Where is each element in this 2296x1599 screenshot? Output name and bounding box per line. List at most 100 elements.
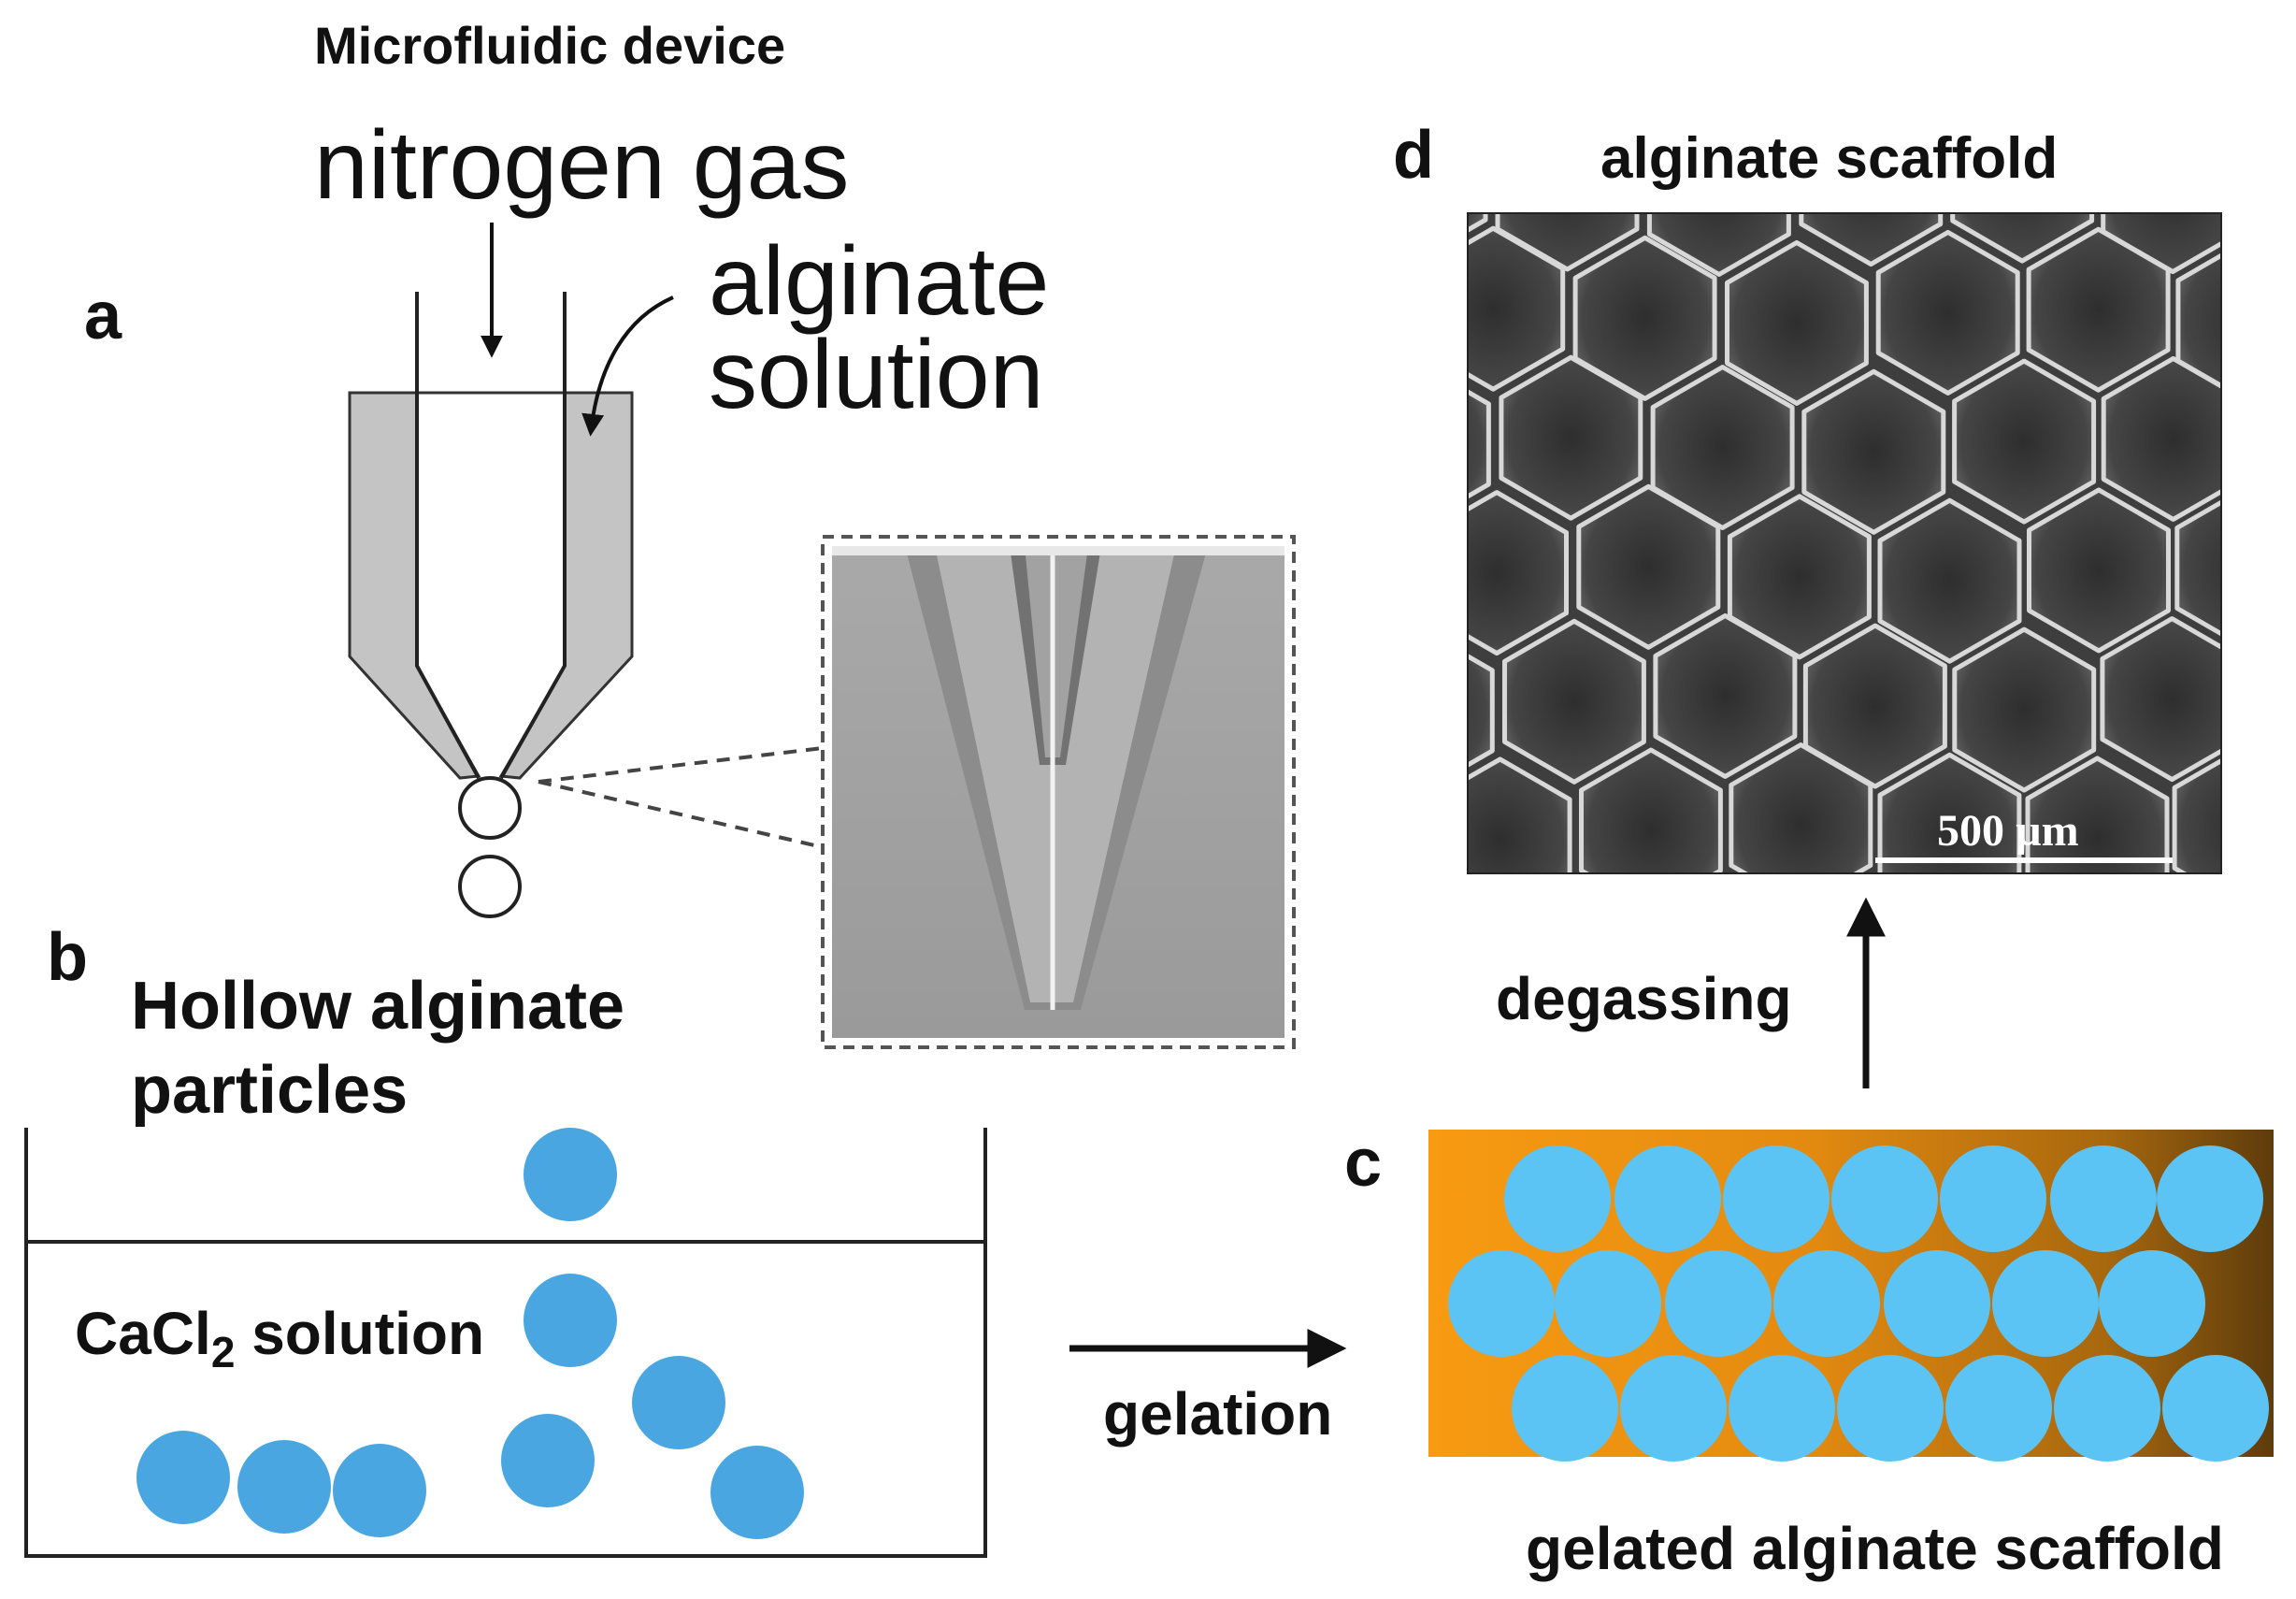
degassing-label: degassing <box>1496 965 1792 1032</box>
alginate-particle <box>710 1446 804 1539</box>
alginate-particle <box>524 1274 617 1367</box>
scaffold-pore <box>2027 487 2171 654</box>
alginate-flow-arrow <box>581 295 674 437</box>
scaffold-pore <box>2100 616 2221 783</box>
panel-d: d alginate scaffold 500 µm <box>1393 118 2222 874</box>
scaffold-pore <box>1572 235 1717 401</box>
scaffold-pore <box>1499 354 1643 521</box>
scaffold-particle <box>1945 1355 2052 1462</box>
scaffold-pore <box>1468 490 1569 656</box>
scaffold-pore <box>1950 213 2095 264</box>
scaffold-pore <box>2175 252 2221 389</box>
zoom-line-top <box>538 746 824 784</box>
scaffold-particle <box>2050 1145 2157 1252</box>
scaffold-pore <box>1801 368 1946 535</box>
falling-droplet <box>458 855 522 918</box>
scaffold-pore <box>2025 756 2170 873</box>
scaffold-pore <box>1725 239 1869 406</box>
scaffold-pore <box>1952 627 2097 793</box>
scaffold-pore <box>1468 225 1566 392</box>
scaffold-pore <box>1875 229 2020 396</box>
nozzle-micrograph-inset <box>821 535 1296 1049</box>
panel-b-title-line2: particles <box>131 1053 408 1128</box>
figure-title: Microfluidic device <box>314 16 785 75</box>
cacl2-solution-label: CaCl2 solution <box>75 1300 484 1376</box>
scaffold-particle <box>1723 1145 1830 1252</box>
scaffold-particle <box>1837 1355 1944 1462</box>
zoom-line-bottom <box>538 780 824 849</box>
outer-channel <box>348 391 634 780</box>
scaffold-pore <box>1802 623 1947 789</box>
scaffold-particle <box>1884 1250 1990 1357</box>
panel-letter-a: a <box>84 279 122 353</box>
panel-b: b Hollow alginate particles CaCl2 soluti… <box>24 920 987 1558</box>
scaffold-pore <box>2172 757 2221 873</box>
panel-a: Microfluidic device a nitrogen gas algin… <box>84 16 1296 1049</box>
scaffold-pore <box>1729 742 1873 873</box>
scaffold-pore <box>1727 494 1872 660</box>
sem-micrograph: 500 µm <box>1467 212 2222 874</box>
scaffold-particle <box>1773 1250 1880 1357</box>
gelation-step: gelation <box>1069 1329 1347 1448</box>
alginate-solution-label-line2: solution <box>709 321 1043 429</box>
panel-c: c gelated alginate scaffold <box>1344 1126 2274 1582</box>
scaffold-particle <box>1940 1145 2046 1252</box>
alginate-particle <box>237 1440 331 1534</box>
scaffold-particle <box>1831 1145 1938 1252</box>
cacl2-bath-container <box>24 1128 987 1558</box>
scaffold-pore <box>1877 752 2022 873</box>
scaffold-particle <box>1504 1145 1611 1252</box>
scaffold-pore <box>2174 499 2221 637</box>
cacl2-label-main: CaCl <box>75 1300 211 1367</box>
scaffold-particle <box>1614 1145 1721 1252</box>
scaffold-particles <box>1448 1145 2269 1462</box>
panel-letter-c: c <box>1344 1126 1382 1201</box>
scaffold-particle <box>2099 1250 2205 1357</box>
scaffold-particle <box>1992 1250 2099 1357</box>
scaffold-particle <box>2157 1145 2263 1252</box>
scaffold-pore <box>2101 355 2221 522</box>
alginate-particle <box>632 1356 725 1449</box>
scaffold-particle <box>1448 1250 1555 1357</box>
cacl2-label-tail: solution <box>235 1300 484 1367</box>
scale-bar-label: 500 µm <box>1937 806 2079 856</box>
scaffold-pore <box>1495 213 1640 272</box>
scaffold-pore <box>2026 226 2171 393</box>
scaffold-pore <box>1468 756 1572 873</box>
gelation-label: gelation <box>1103 1380 1332 1448</box>
scaffold-particle <box>1512 1355 1618 1462</box>
alginate-particle <box>501 1414 595 1507</box>
gelated-scaffold-caption: gelated alginate scaffold <box>1526 1515 2224 1582</box>
scaffold-particle <box>1620 1355 1727 1462</box>
scaffold-particle <box>2054 1355 2160 1462</box>
alginate-particle <box>524 1128 617 1221</box>
scaffold-pore <box>1468 653 1495 768</box>
cacl2-label-subscript: 2 <box>211 1328 236 1376</box>
inner-capillary-right <box>499 292 567 779</box>
degassing-step: degassing <box>1496 897 1886 1088</box>
scaffold-pore <box>1468 389 1491 499</box>
scaffold-pore <box>1579 747 1723 873</box>
scaffold-pore <box>1468 213 1488 233</box>
alginate-particle <box>333 1444 426 1537</box>
scaffold-pore <box>1653 612 1798 779</box>
panel-letter-d: d <box>1393 118 1434 193</box>
scaffold-pore <box>1799 213 1944 267</box>
scaffold-pore <box>1650 365 1795 530</box>
alginate-particle <box>136 1431 230 1524</box>
panel-letter-b: b <box>47 920 88 995</box>
scaffold-pore <box>1877 497 2022 664</box>
scaffold-particle <box>1665 1250 1772 1357</box>
scaffold-particle <box>1555 1250 1661 1357</box>
panel-d-title: alginate scaffold <box>1600 126 2058 191</box>
scaffold-pore <box>1952 358 2097 525</box>
scaffold-pore <box>2101 213 2221 275</box>
scaffold-particle <box>1729 1355 1835 1462</box>
forming-droplet <box>458 776 522 840</box>
nitrogen-gas-label: nitrogen gas <box>314 111 849 220</box>
scaffold-pore <box>1646 213 1791 277</box>
scaffold-particle <box>2162 1355 2269 1462</box>
scaffold-pore <box>1502 618 1646 785</box>
alginate-solution-label-line1: alginate <box>709 227 1049 336</box>
